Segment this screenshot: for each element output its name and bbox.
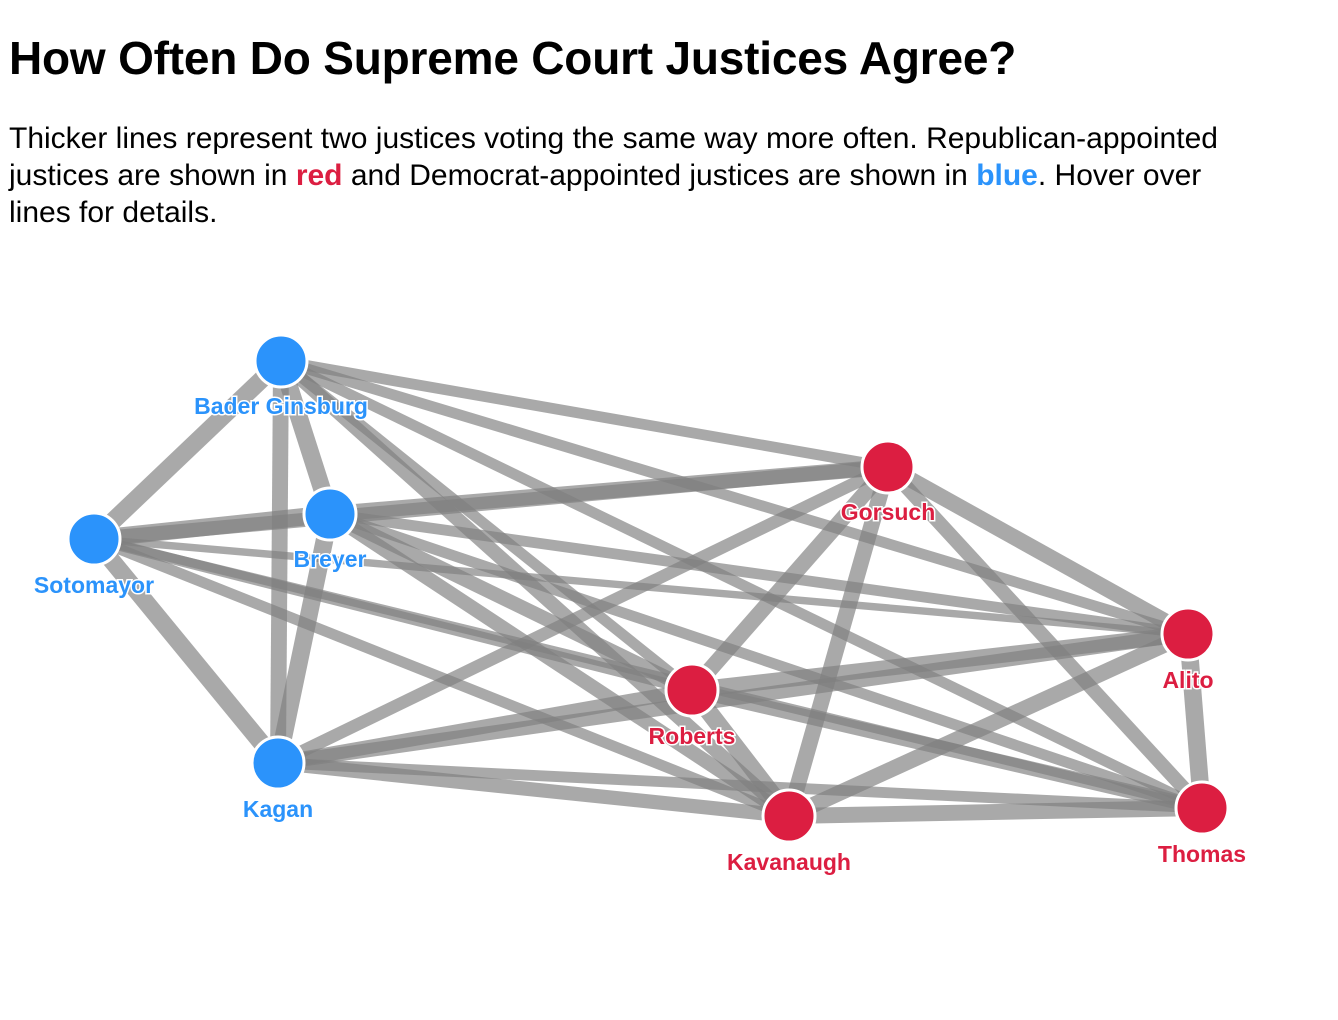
label-kavanaugh: Kavanaugh [727,849,851,875]
link-ginsburg-thomas[interactable]: Bader Ginsburg – Thomas [278,356,1205,813]
node-roberts[interactable] [664,662,720,718]
label-ginsburg: Bader Ginsburg [194,393,368,419]
node-breyer[interactable] [302,486,358,542]
label-alito: Alito [1162,667,1213,693]
intro-blue-keyword: blue [976,159,1038,192]
label-thomas: Thomas [1158,841,1246,867]
label-kagan: Kagan [243,796,313,822]
intro-text-1: Thicker lines represent two justices vot… [9,122,1218,192]
node-thomas[interactable] [1174,780,1230,836]
node-ginsburg[interactable] [253,333,309,389]
link-gorsuch-thomas[interactable]: Gorsuch – Thomas [882,462,1208,813]
link-kagan-roberts[interactable]: Kagan – Roberts [276,683,694,770]
label-breyer: Breyer [294,546,367,572]
node-kagan[interactable] [250,735,306,791]
link-kagan-gorsuch[interactable]: Kagan – Gorsuch [275,461,891,769]
label-gorsuch: Gorsuch [841,499,936,525]
node-sotomayor[interactable] [66,511,122,567]
link-kavanaugh-alito[interactable]: Kavanaugh – Alito [785,626,1192,824]
label-roberts: Roberts [649,723,736,749]
link-sotomayor-gorsuch[interactable]: Sotomayor – Gorsuch [93,459,889,547]
intro-text-3: . Hover over lines for details. [9,159,1202,229]
intro-red-keyword: red [295,159,343,192]
link-kagan-thomas[interactable]: Kagan – Thomas [277,757,1203,814]
link-ginsburg-alito[interactable]: Bader Ginsburg – Alito [279,355,1190,640]
link-breyer-roberts[interactable]: Breyer – Roberts [326,507,696,697]
link-breyer-thomas[interactable]: Breyer – Thomas [328,508,1204,814]
link-gorsuch-alito[interactable]: Gorsuch – Alito [884,460,1192,641]
node-kavanaugh[interactable] [761,788,817,844]
node-gorsuch[interactable] [860,439,916,495]
intro-paragraph: Thicker lines represent two justices vot… [9,120,1249,231]
link-kavanaugh-thomas[interactable]: Kavanaugh – Thomas [788,800,1203,824]
link-sotomayor-kagan[interactable]: Sotomayor – Kagan [87,533,285,769]
link-breyer-alito[interactable]: Breyer – Alito [329,508,1189,640]
agreement-links: Bader Ginsburg – BreyerBader Ginsburg – … [87,354,1211,824]
page-title: How Often Do Supreme Court Justices Agre… [9,32,1017,84]
link-roberts-alito[interactable]: Roberts – Alito [691,626,1189,698]
intro-text-2: and Democrat-appointed justices are show… [342,159,977,192]
link-alito-thomas[interactable]: Alito – Thomas [1179,633,1211,809]
link-gorsuch-roberts[interactable]: Gorsuch – Roberts [686,461,894,696]
justice-nodes [66,333,1230,844]
link-ginsburg-gorsuch[interactable]: Bader Ginsburg – Gorsuch [280,355,889,473]
link-ginsburg-sotomayor[interactable]: Bader Ginsburg – Sotomayor [87,354,288,546]
node-alito[interactable] [1160,606,1216,662]
label-sotomayor: Sotomayor [34,572,154,598]
link-ginsburg-kagan[interactable]: Bader Ginsburg – Kagan [270,360,289,764]
link-gorsuch-kavanaugh[interactable]: Gorsuch – Kavanaugh [781,464,896,819]
